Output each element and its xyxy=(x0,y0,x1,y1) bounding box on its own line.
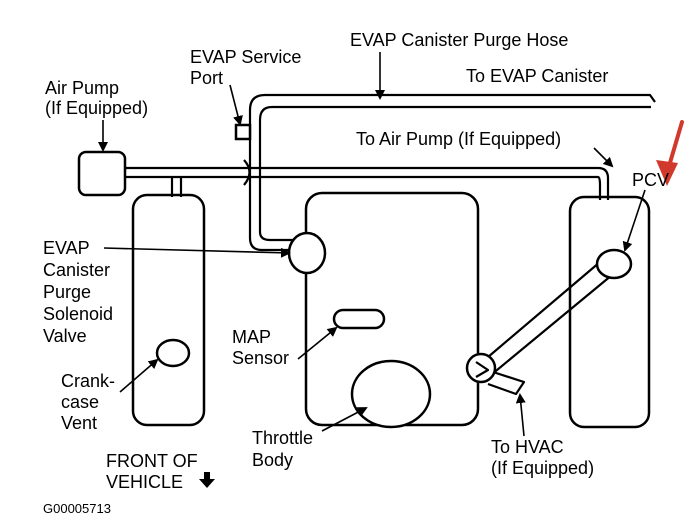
crankcase-vent xyxy=(155,338,191,368)
front-of-vehicle-label: FRONT OF VEHICLE xyxy=(106,451,203,492)
purge-solenoid-valve xyxy=(287,231,327,275)
left-cam-cover xyxy=(131,193,206,427)
pcv-valve xyxy=(595,248,633,280)
purge-hose-label: EVAP Canister Purge Hose xyxy=(350,30,568,50)
air-pump xyxy=(77,150,127,197)
throttle-body xyxy=(350,359,432,429)
evap-service-port xyxy=(234,123,252,141)
to-evap-canister-label: To EVAP Canister xyxy=(466,66,608,86)
air-pump-label: Air Pump (If Equipped) xyxy=(45,78,148,118)
crankcase-vent-label: Crank- case Vent xyxy=(61,371,120,433)
throttle-body-label: Throttle Body xyxy=(252,428,318,470)
map-sensor xyxy=(332,308,386,330)
evap-service-port-label: EVAP Service Port xyxy=(190,47,306,88)
to-hvac-label: To HVAC (If Equipped) xyxy=(491,437,594,478)
to-air-pump-label: To Air Pump (If Equipped) xyxy=(356,129,561,149)
red-pointer-arrow-icon xyxy=(656,120,684,186)
solenoid-label: EVAP Canister Purge Solenoid Valve xyxy=(43,238,118,346)
figure-code: G00005713 xyxy=(43,501,111,516)
map-sensor-label: MAP Sensor xyxy=(232,327,289,368)
pcv-hose xyxy=(480,261,613,396)
right-cam-cover xyxy=(568,195,651,429)
air-pump-hose xyxy=(125,166,610,200)
pcv-label: PCV xyxy=(632,170,669,190)
arrow-down-icon xyxy=(199,472,215,488)
evap-purge-hose xyxy=(243,93,656,252)
leader-lines xyxy=(98,52,646,437)
pcv-port xyxy=(465,352,497,384)
